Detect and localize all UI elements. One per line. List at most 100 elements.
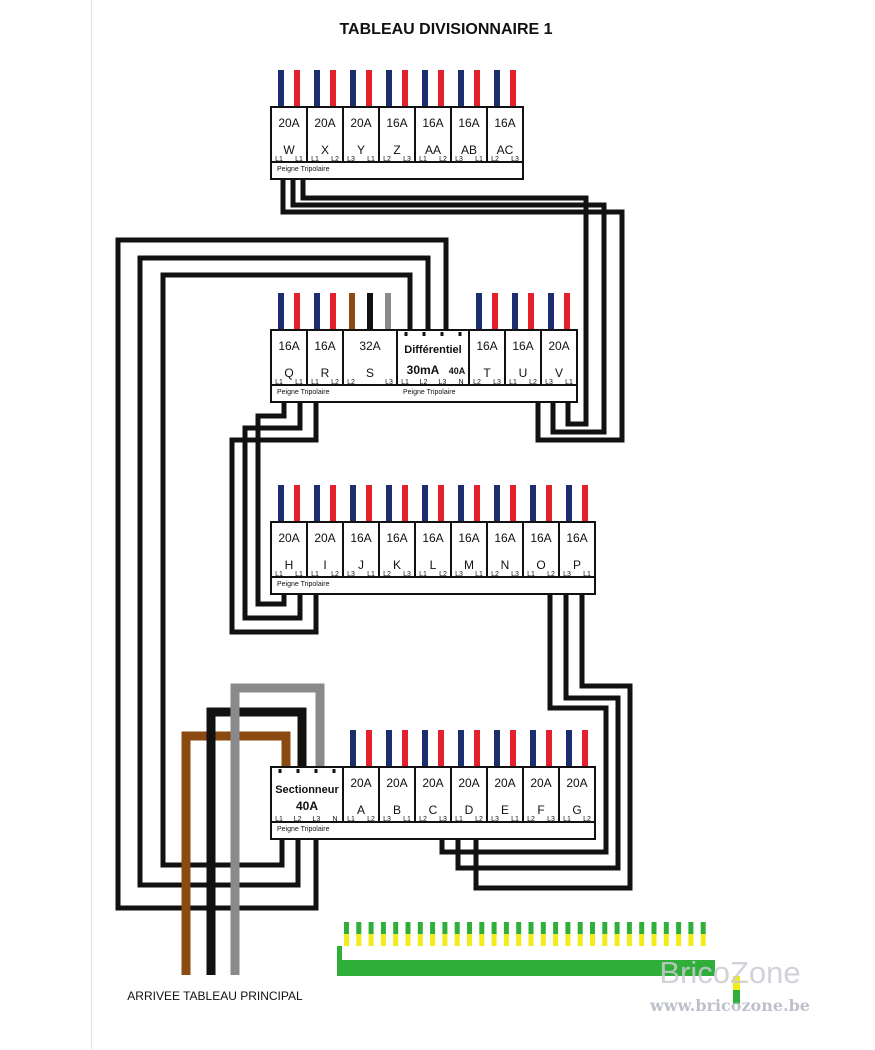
earth-terminal-yellow: [503, 934, 509, 946]
earth-terminal-yellow: [430, 934, 436, 946]
terminal-label: L2: [331, 571, 339, 578]
earth-terminal: [651, 922, 657, 934]
breaker-rating: 16A: [494, 531, 515, 545]
outgoing-wire-neutral: [350, 70, 356, 107]
breaker-rating: 16A: [530, 531, 551, 545]
module-body: [450, 521, 488, 578]
earth-terminal: [590, 922, 595, 934]
interconnect-cable: [439, 594, 609, 855]
outgoing-wire-phase: [366, 70, 372, 107]
breaker-rating: 20A: [386, 776, 407, 790]
outgoing-wire-neutral: [278, 293, 284, 330]
breaker-rating: 20A: [314, 531, 335, 545]
earth-terminal: [356, 922, 362, 934]
breaker-rating: 16A: [278, 339, 299, 353]
outgoing-wire-neutral: [458, 485, 464, 522]
outgoing-wire-phase: [366, 485, 372, 522]
breaker-letter: O: [536, 558, 545, 572]
terminal-label: L1: [311, 571, 319, 578]
terminal-label: L3: [347, 571, 355, 578]
earth-terminal-yellow: [676, 934, 682, 946]
terminal-label: L1: [565, 379, 573, 386]
terminal-label: L3: [439, 816, 447, 823]
interconnect-cable: [137, 255, 431, 888]
breaker-rating: 20A: [458, 776, 479, 790]
earth-terminal-yellow: [651, 934, 657, 946]
breaker-letter: I: [323, 558, 326, 572]
terminal-label: L2: [491, 156, 499, 163]
earth-terminal-yellow: [590, 934, 595, 946]
outgoing-wire-neutral: [494, 485, 500, 522]
terminal-label: L2: [491, 571, 499, 578]
comb-busbar: [270, 821, 596, 840]
earth-busbar: [337, 960, 715, 976]
terminal-label: L1: [347, 816, 355, 823]
terminal-label: L1: [311, 156, 319, 163]
breaker-letter: X: [321, 143, 329, 157]
outgoing-wire-phase: [294, 293, 300, 330]
terminal-mark: [422, 332, 426, 336]
outgoing-wire-neutral: [458, 70, 464, 107]
comb-busbar: [270, 161, 524, 180]
outgoing-wire-neutral: [494, 70, 500, 107]
outgoing-wire-phase: [330, 70, 336, 107]
breaker-letter: E: [501, 803, 509, 817]
bricozone-watermark: BricoZone www.bricozone.be: [649, 955, 810, 1015]
breaker-letter: U: [519, 366, 528, 380]
earth-terminal-yellow: [454, 934, 460, 946]
outgoing-wire-phase: [330, 293, 336, 330]
earth-terminal: [639, 922, 645, 934]
terminal-label: L1: [311, 379, 319, 386]
outgoing-wire-neutral: [386, 70, 392, 107]
earth-terminal-yellow: [602, 934, 608, 946]
module-body: [306, 329, 344, 386]
earth-terminal-yellow: [540, 934, 546, 946]
breaker-letter: S: [366, 366, 374, 380]
breaker-letter: AC: [497, 143, 514, 157]
module-body: [540, 329, 578, 386]
terminal-label: L2: [420, 379, 428, 386]
outgoing-wire-phase: [510, 730, 516, 767]
breaker-letter: N: [501, 558, 510, 572]
breaker-letter: T: [483, 366, 491, 380]
terminal-label: L3: [491, 816, 499, 823]
breaker-rating: 20A: [278, 116, 299, 130]
earth-terminal-yellow: [516, 934, 522, 946]
module-body: [450, 766, 488, 823]
outgoing-wire-phase: [402, 730, 408, 767]
breaker-rating: 16A: [458, 531, 479, 545]
terminal-label: L2: [419, 816, 427, 823]
earth-terminal-yellow: [405, 934, 411, 946]
terminal-label: L1: [527, 571, 535, 578]
earth-terminal: [442, 922, 448, 934]
interconnect-cable: [255, 402, 287, 607]
earth-terminal: [688, 922, 694, 934]
breaker-rating: 16A: [422, 116, 443, 130]
breaker-letter: Y: [357, 143, 365, 157]
terminal-label: L3: [347, 156, 355, 163]
terminal-label: L2: [475, 816, 483, 823]
earth-terminal: [467, 922, 472, 934]
terminal-label: L1: [403, 816, 411, 823]
breaker-letter: K: [393, 558, 401, 572]
terminal-label: L2: [473, 379, 481, 386]
earth-terminal-yellow: [553, 934, 559, 946]
earth-terminal-yellow: [344, 934, 349, 946]
outgoing-wire-neutral: [422, 485, 428, 522]
